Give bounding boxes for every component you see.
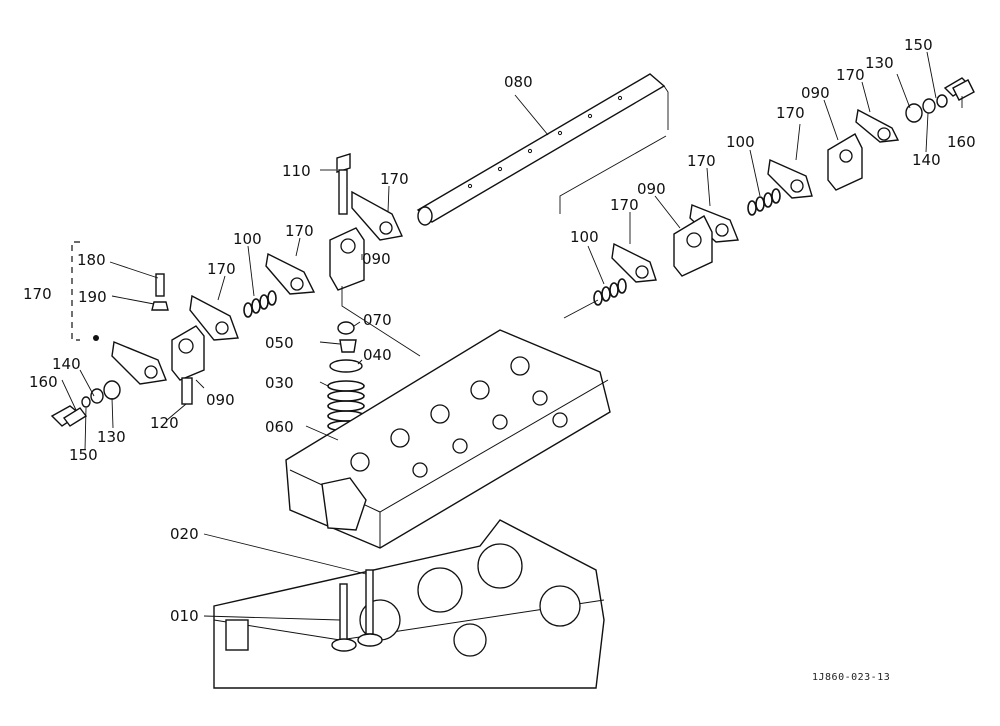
callout-100[interactable]: 100	[726, 133, 755, 151]
callout-190[interactable]: 190	[78, 288, 107, 306]
callout-110[interactable]: 110	[282, 162, 311, 180]
callout-090[interactable]: 090	[362, 250, 391, 268]
callout-120[interactable]: 120	[150, 414, 179, 432]
callout-090[interactable]: 090	[801, 84, 830, 102]
callout-090[interactable]: 090	[206, 391, 235, 409]
left-rocker-group[interactable]	[50, 241, 205, 427]
valves[interactable]	[331, 569, 383, 652]
callout-170[interactable]: 170	[836, 66, 865, 84]
callout-170[interactable]: 170	[687, 152, 716, 170]
callout-050[interactable]: 050	[265, 334, 294, 352]
callout-170[interactable]: 170	[23, 285, 52, 303]
callout-090[interactable]: 090	[637, 180, 666, 198]
callout-080[interactable]: 080	[504, 73, 533, 91]
rocker-shaft[interactable]	[416, 73, 669, 226]
leader-lines	[61, 51, 963, 621]
callout-160[interactable]: 160	[29, 373, 58, 391]
figure-reference-code: 1J860-023-13	[812, 672, 891, 683]
callout-100[interactable]: 100	[233, 230, 262, 248]
callout-140[interactable]: 140	[52, 355, 81, 373]
engine-block	[213, 519, 605, 689]
callout-030[interactable]: 030	[265, 374, 294, 392]
callout-100[interactable]: 100	[570, 228, 599, 246]
callout-170[interactable]: 170	[610, 196, 639, 214]
callout-040[interactable]: 040	[363, 346, 392, 364]
callout-130[interactable]: 130	[865, 54, 894, 72]
callout-070[interactable]: 070	[363, 311, 392, 329]
callout-150[interactable]: 150	[69, 446, 98, 464]
callout-020[interactable]: 020	[170, 525, 199, 543]
middle-rocker-group[interactable]	[189, 153, 421, 357]
callout-150[interactable]: 150	[904, 36, 933, 54]
right-rocker-group[interactable]	[559, 77, 975, 319]
cylinder-head	[285, 329, 611, 549]
callout-170[interactable]: 170	[207, 260, 236, 278]
callout-180[interactable]: 180	[77, 251, 106, 269]
callout-140[interactable]: 140	[912, 151, 941, 169]
callout-060[interactable]: 060	[265, 418, 294, 436]
callout-170[interactable]: 170	[776, 104, 805, 122]
callout-160[interactable]: 160	[947, 133, 976, 151]
callout-170[interactable]: 170	[285, 222, 314, 240]
callout-130[interactable]: 130	[97, 428, 126, 446]
callout-010[interactable]: 010	[170, 607, 199, 625]
callout-170[interactable]: 170	[380, 170, 409, 188]
